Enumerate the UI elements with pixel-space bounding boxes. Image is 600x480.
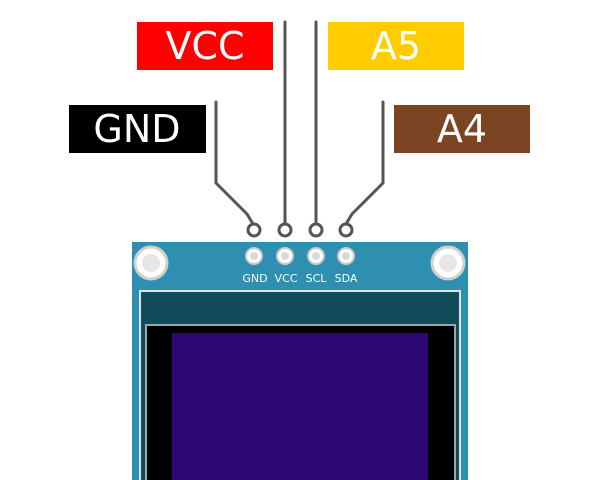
wire-end-scl	[308, 222, 324, 238]
mounting-hole-left-inner	[142, 254, 160, 272]
pin-hole-sda	[342, 252, 350, 260]
mounting-holes	[133, 245, 466, 281]
pin-hole-gnd	[250, 252, 258, 260]
pin-label-sda: SDA	[335, 272, 358, 285]
pin-label-vcc: VCC	[275, 272, 298, 285]
pin-label-gnd: GND	[242, 272, 267, 285]
label-vcc: VCC	[137, 22, 273, 70]
pin-label-scl: SCL	[306, 272, 328, 285]
label-gnd: GND	[69, 105, 206, 153]
display-screen	[172, 333, 428, 480]
wire-end-gnd	[246, 222, 262, 238]
header-pins	[245, 247, 355, 265]
pin-hole-vcc	[281, 252, 289, 260]
label-a5: A5	[328, 22, 464, 70]
label-a4: A4	[394, 105, 530, 153]
wire-end-connectors	[246, 222, 354, 238]
label-vcc-box	[137, 22, 273, 70]
pin-hole-scl	[312, 252, 320, 260]
wire-gnd	[214, 100, 255, 226]
label-gnd-text: GND	[93, 107, 180, 151]
oled-module: GND VCC SCL SDA	[132, 242, 468, 480]
wire-end-vcc	[277, 222, 293, 238]
mounting-hole-right-inner	[439, 254, 457, 272]
wires	[214, 20, 385, 226]
label-a5-box	[328, 22, 464, 70]
pin-labels: GND VCC SCL SDA	[242, 272, 357, 285]
wire-sda	[344, 100, 385, 226]
label-gnd-box	[69, 105, 206, 153]
label-a4-box	[394, 105, 530, 153]
label-vcc-text: VCC	[165, 24, 244, 68]
label-a4-text: A4	[437, 107, 487, 151]
label-a5-text: A5	[371, 24, 421, 68]
wire-end-sda	[338, 222, 354, 238]
